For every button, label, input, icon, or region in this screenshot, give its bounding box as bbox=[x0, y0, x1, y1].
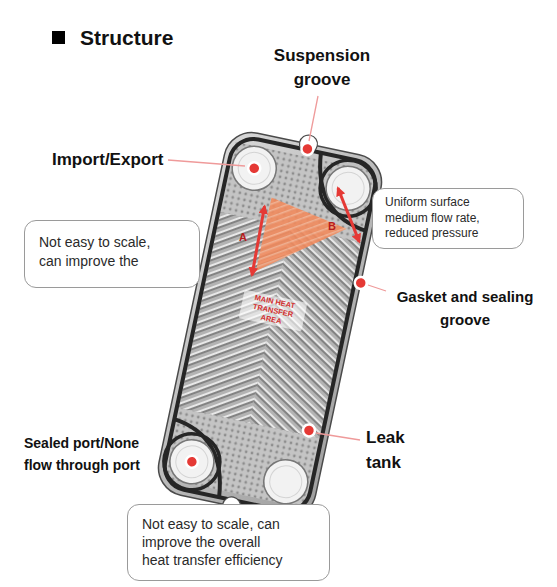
callout-text: Uniform surface medium flow rate, reduce… bbox=[385, 195, 511, 242]
callout-box: Not easy to scale, can improve the bbox=[24, 220, 200, 288]
marker-dot bbox=[247, 161, 261, 175]
marker-dot bbox=[300, 142, 314, 156]
leader-lines bbox=[168, 96, 386, 440]
flow-arrow bbox=[328, 188, 369, 242]
flow-arrow bbox=[250, 206, 267, 275]
marker-dot bbox=[302, 423, 316, 437]
callout-text: Not easy to scale, can improve the overa… bbox=[142, 515, 287, 570]
flow-letter: A bbox=[239, 231, 247, 244]
title: Structure bbox=[80, 24, 173, 52]
plate bbox=[151, 119, 394, 533]
part-label: Import/Export bbox=[52, 149, 202, 171]
callout-box: Uniform surface medium flow rate, reduce… bbox=[372, 188, 524, 249]
title-bullet bbox=[52, 31, 65, 44]
part-label: Leak tank bbox=[366, 425, 418, 475]
part-label: Gasket and sealing groove bbox=[390, 285, 540, 331]
marker-dot bbox=[354, 276, 368, 290]
callout-text: Not easy to scale, can improve the bbox=[39, 233, 169, 271]
callout-box: Not easy to scale, can improve the overa… bbox=[127, 504, 330, 581]
marker-dot bbox=[185, 455, 199, 469]
part-label: Sealed port/None flow through port bbox=[24, 432, 156, 476]
flow-letter: B bbox=[328, 220, 336, 233]
part-label: Suspension groove bbox=[262, 44, 382, 92]
